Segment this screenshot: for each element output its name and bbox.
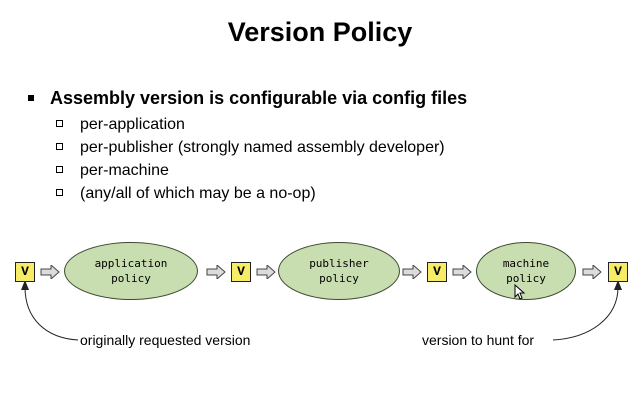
right-arrow-icon <box>582 265 602 279</box>
right-arrow-icon <box>256 265 276 279</box>
bullet-square-icon <box>28 95 34 101</box>
right-arrow-icon <box>40 265 60 279</box>
sub-bullet: per-publisher (strongly named assembly d… <box>56 136 445 159</box>
slide-title: Version Policy <box>227 17 413 47</box>
sub-bullet: per-machine <box>56 159 445 182</box>
mouse-pointer-icon <box>514 284 526 300</box>
hollow-square-icon <box>56 143 63 150</box>
sub-bullet: (any/all of which may be a no-op) <box>56 182 445 205</box>
version-box: V <box>15 262 35 282</box>
caption-version-to-hunt: version to hunt for <box>422 332 535 348</box>
hollow-square-icon <box>56 189 63 196</box>
sub-bullet: per-application <box>56 113 445 136</box>
version-box: V <box>231 262 251 282</box>
sub-bullet-list: per-application per-publisher (strongly … <box>56 113 445 205</box>
hollow-square-icon <box>56 166 63 173</box>
main-bullet: Assembly version is configurable via con… <box>28 88 467 109</box>
right-arrow-icon <box>206 265 226 279</box>
version-box: V <box>608 262 628 282</box>
right-arrow-icon <box>402 265 422 279</box>
hollow-square-icon <box>56 120 63 127</box>
main-bullet-text: Assembly version is configurable via con… <box>50 88 468 108</box>
right-arrow-icon <box>452 265 472 279</box>
caption-originally-requested: originally requested version <box>80 332 251 348</box>
version-box: V <box>427 262 447 282</box>
